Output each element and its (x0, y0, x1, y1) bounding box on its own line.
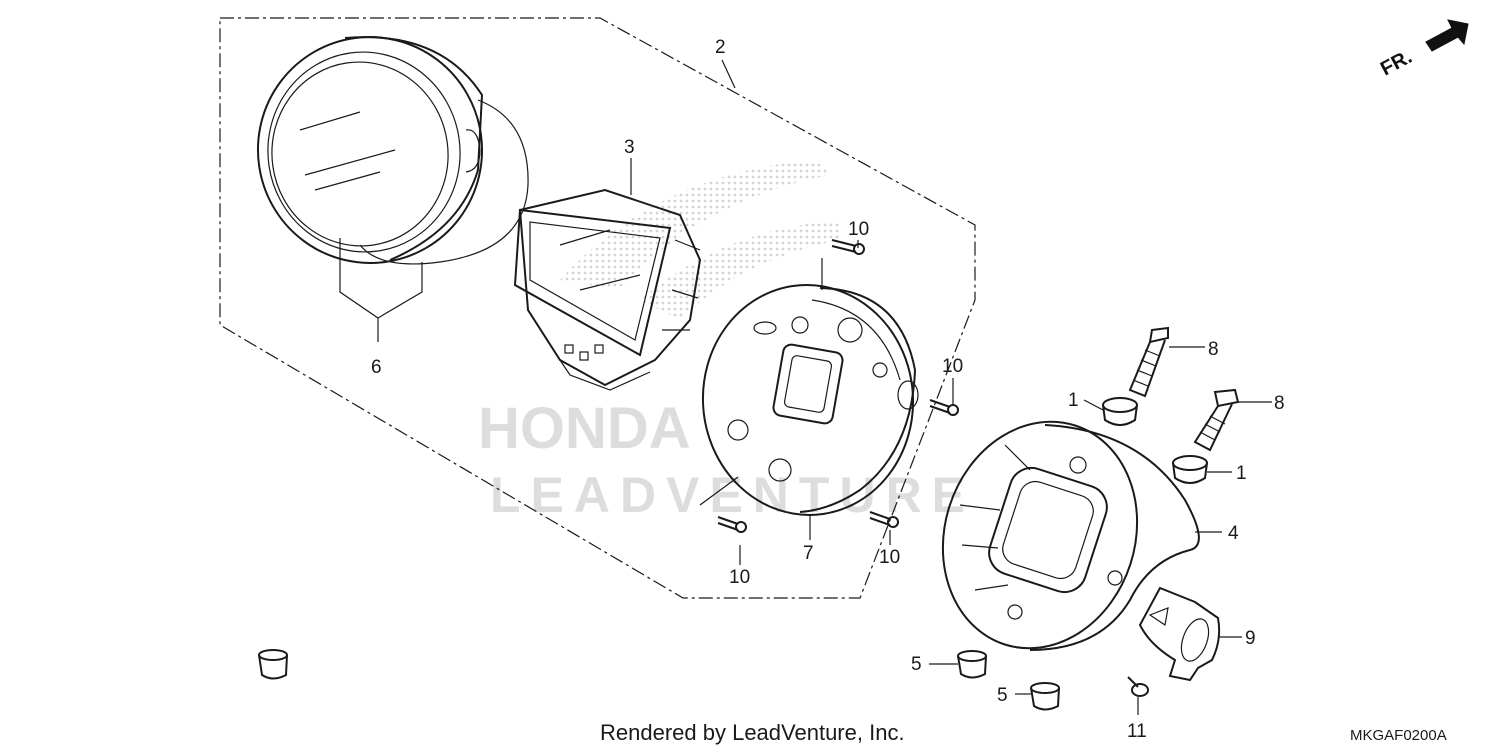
meter-display-unit (513, 188, 702, 391)
callout-11: 11 (1127, 721, 1147, 742)
callout-5-left: 5 (911, 654, 922, 675)
callout-2: 2 (715, 37, 726, 58)
callout-8-upper: 8 (1208, 339, 1219, 360)
diagram-code: MKGAF0200A (1350, 727, 1447, 744)
watermark-brand: HONDA (478, 396, 691, 461)
front-direction-indicator: FR. (1377, 19, 1469, 81)
lens-cover-ring (256, 36, 529, 265)
assembly-outline (219, 17, 976, 599)
callout-10-bottom-right: 10 (879, 547, 900, 568)
rubber-mount (957, 650, 987, 679)
callout-10-bottom-left: 10 (729, 567, 750, 588)
collar (1172, 455, 1208, 484)
tapping-screw (929, 399, 959, 416)
flange-bolt (1128, 326, 1169, 398)
rubber-mount (1030, 682, 1060, 711)
tapping-screw (831, 239, 865, 255)
callout-1-right: 1 (1236, 463, 1247, 484)
callout-10-top: 10 (848, 219, 869, 240)
meter-housing (941, 420, 1200, 651)
brand-watermark: HONDA LEADVENTURE (478, 160, 975, 523)
meter-case (701, 284, 919, 516)
footer-credit: Rendered by LeadVenture, Inc. (600, 720, 905, 745)
callout-8-lower: 8 (1274, 393, 1285, 414)
clamp-bracket (1138, 586, 1221, 682)
watermark-text: LEADVENTURE (490, 467, 975, 523)
tapping-screw (717, 516, 747, 533)
small-screw (1127, 676, 1149, 697)
callout-6: 6 (371, 357, 382, 378)
rubber-mount (258, 649, 288, 680)
front-arrow-icon (1425, 19, 1469, 52)
collar (1102, 397, 1138, 426)
front-direction-label: FR. (1377, 46, 1416, 81)
callout-9: 9 (1245, 628, 1256, 649)
callout-4: 4 (1228, 523, 1239, 544)
flange-bolt (1193, 388, 1240, 452)
tapping-screw (869, 511, 899, 528)
callout-7: 7 (803, 543, 814, 564)
callout-3: 3 (624, 137, 635, 158)
leader-lines (339, 59, 1272, 715)
callout-5-right: 5 (997, 685, 1008, 706)
callout-10-right: 10 (942, 356, 963, 377)
callout-1-left: 1 (1068, 390, 1079, 411)
